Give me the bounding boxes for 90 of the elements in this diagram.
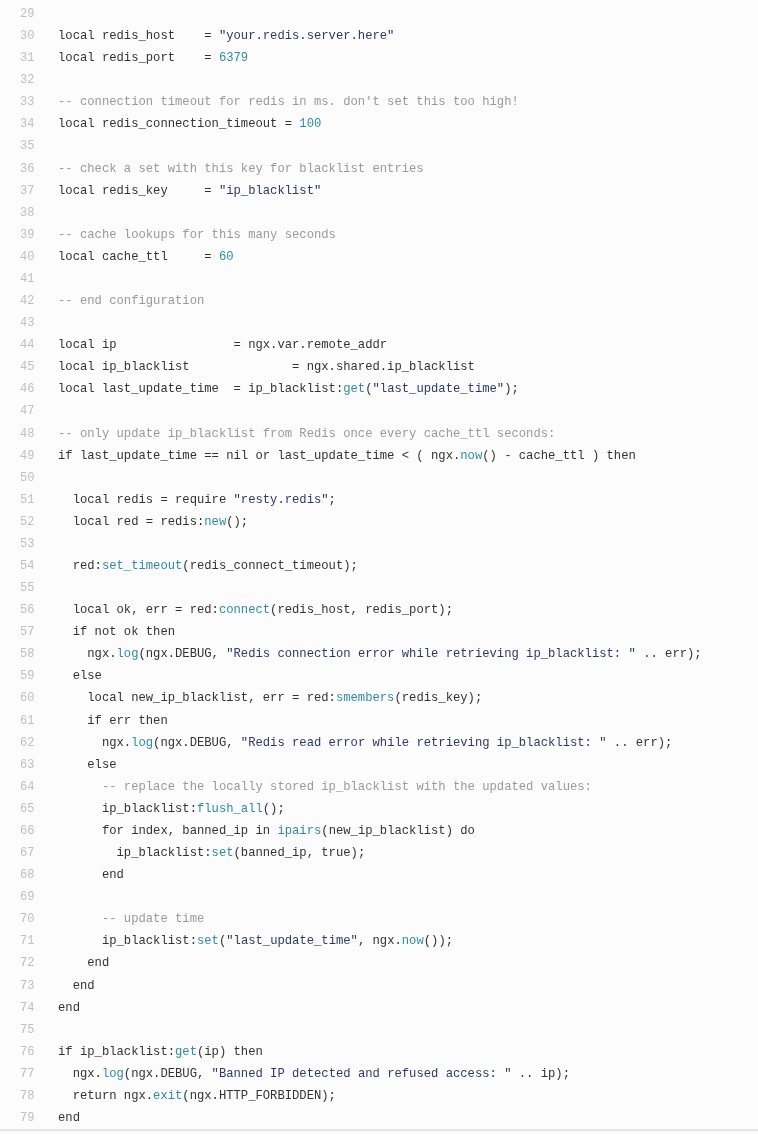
line-number: 51 [20,491,35,508]
code-line: local redis_port = 6379 [58,50,249,67]
line-number: 39 [20,226,35,243]
code-line: else [86,756,117,773]
code-line: local redis_connection_timeout = 100 [58,116,322,133]
line-number: 79 [20,1110,35,1126]
line-number: 33 [20,94,35,111]
code-line: end [100,867,124,884]
line-number: 44 [20,337,35,354]
line-number: 52 [20,513,35,530]
code-comment: -- cache lookups for this many seconds [58,226,336,243]
code-line: local redis_host = "your.redis.server.here" [58,28,395,45]
code-line: for index, banned_ip in ipairs(new_ip_blacklist) do [100,822,475,839]
code-line: red:set_timeout(redis_connect_timeout); [71,558,358,574]
line-number: 65 [20,800,35,817]
line-number: 49 [20,447,35,464]
line-number: 38 [20,204,35,221]
line-number: 32 [20,72,35,89]
line-number: 37 [20,182,35,199]
code-comment: -- replace the locally stored ip_blacklist with the updated values: [100,778,592,795]
line-number: 45 [20,359,35,376]
code-line: local ok, err = red:connect(redis_host, redis_port); [71,602,453,619]
code-comment: -- connection timeout for redis in ms. don't set this too high! [58,94,519,111]
code-line: end [58,1110,80,1126]
line-number: 66 [20,822,35,839]
line-number: 35 [20,138,35,155]
code-line: local cache_ttl = 60 [58,248,234,265]
code-line: local red = redis:new(); [71,513,249,530]
code-comment: -- update time [100,911,205,928]
line-number: 70 [20,911,35,928]
line-number: 55 [20,580,35,597]
line-number: 42 [20,293,35,310]
line-number: 71 [20,933,35,950]
code-line: else [71,668,102,685]
code-line: local new_ip_blacklist, err = red:smembers(redis_key); [86,690,483,707]
code-line: ip_blacklist:flush_all(); [100,800,285,817]
line-number: 29 [20,6,35,22]
line-number: 75 [20,1021,35,1038]
line-number: 69 [20,889,35,906]
line-number: 34 [20,116,35,133]
line-number: 46 [20,381,35,398]
line-number: 53 [20,535,35,552]
line-number: 59 [20,668,35,685]
line-number: 72 [20,955,35,972]
line-number: 63 [20,756,35,773]
code-line: end [58,999,80,1016]
line-number: 56 [20,602,35,619]
code-line: end [71,977,95,994]
line-number: 30 [20,28,35,45]
code-line: ip_blacklist:set("last_update_time", ngx.now()); [100,933,453,950]
line-number: 57 [20,624,35,641]
code-line: ip_blacklist:set(banned_ip, true); [115,845,366,862]
code-line: local redis = require "resty.redis"; [71,491,336,508]
line-number: 50 [20,469,35,486]
line-number: 40 [20,248,35,265]
line-number: 78 [20,1087,35,1104]
code-line: ngx.log(ngx.DEBUG, "Banned IP detected and refused access: " .. ip); [71,1065,570,1082]
line-number: 64 [20,778,35,795]
line-number: 54 [20,558,35,574]
line-number: 74 [20,999,35,1016]
line-number: 60 [20,690,35,707]
line-number: 62 [20,734,35,751]
line-number: 76 [20,1043,35,1060]
line-number: 41 [20,270,35,287]
line-number: 43 [20,315,35,332]
line-number: 31 [20,50,35,67]
line-number: 47 [20,403,35,420]
code-line: local last_update_time = ip_blacklist:get("last_update_time"); [58,381,519,398]
line-number: 61 [20,712,35,729]
line-number: 48 [20,425,35,442]
code-comment: -- only update ip_blacklist from Redis once every cache_ttl seconds: [58,425,556,442]
code-line: ngx.log(ngx.DEBUG, "Redis connection error while retrieving ip_blacklist: " .. err); [86,646,702,663]
code-line: local ip = ngx.var.remote_addr [58,337,388,354]
code-comment: -- end configuration [58,293,205,310]
line-number: 58 [20,646,35,663]
line-number: 73 [20,977,35,994]
code-line: if ip_blacklist:get(ip) then [58,1043,263,1060]
code-line: if err then [86,712,168,729]
code-line: local ip_blacklist = ngx.shared.ip_blacklist [58,359,475,376]
code-line: if last_update_time == nil or last_update_time < ( ngx.now() - cache_ttl ) then [58,447,636,464]
code-line: local redis_key = "ip_blacklist" [58,182,322,199]
line-number: 68 [20,867,35,884]
code-line: return ngx.exit(ngx.HTTP_FORBIDDEN); [71,1087,336,1104]
code-line: end [86,955,110,972]
code-line: ngx.log(ngx.DEBUG, "Redis read error while retrieving ip_blacklist: " .. err); [100,734,673,751]
line-number: 67 [20,845,35,862]
line-number: 77 [20,1065,35,1082]
code-comment: -- check a set with this key for blacklist entries [58,160,424,177]
line-number: 36 [20,160,35,177]
code-line: if not ok then [71,624,176,641]
